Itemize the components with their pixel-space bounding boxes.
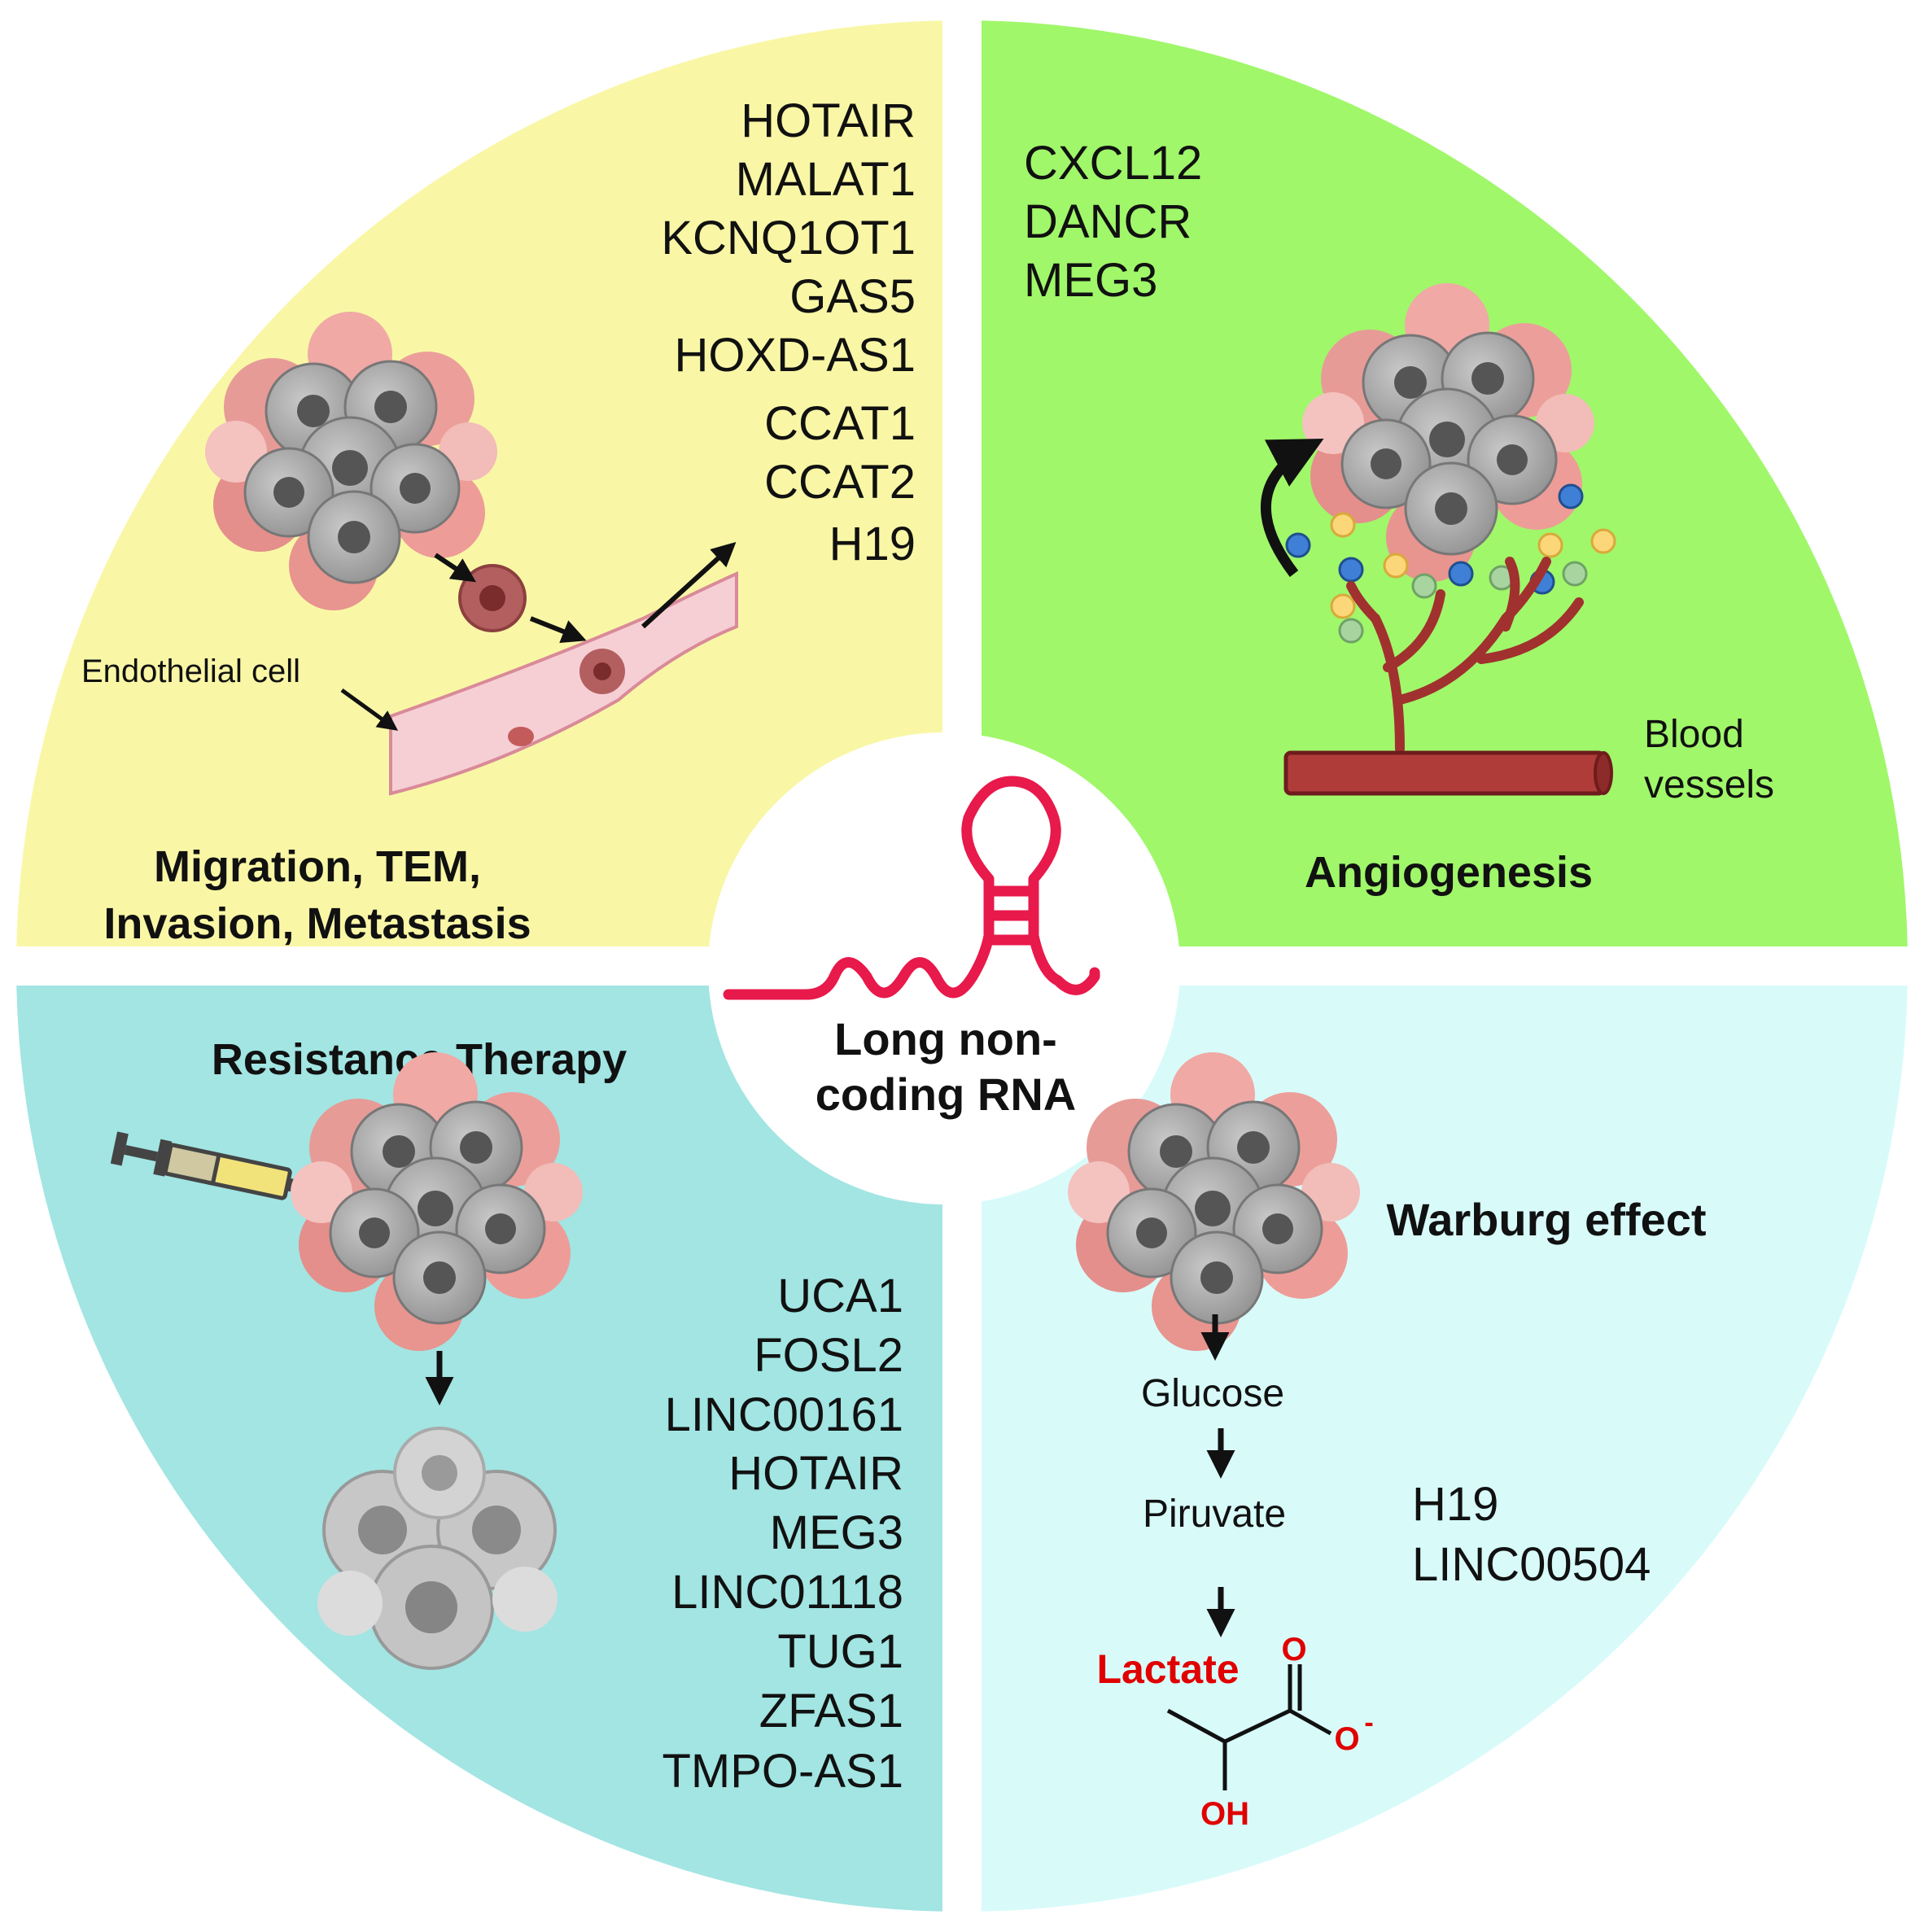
center-circle — [708, 732, 1180, 1204]
blood-vessels-label-line2: vessels — [1644, 763, 1774, 806]
growth-factor-dots — [1285, 483, 1616, 644]
angiogenesis-title: Angiogenesis — [1305, 848, 1593, 897]
warburg-gene-list: H19 LINC00504 — [1412, 1478, 1651, 1591]
endothelial-label: Endothelial cell — [81, 653, 300, 689]
gene-label: CCAT1 — [764, 397, 916, 450]
gene-label: CCAT2 — [764, 456, 916, 509]
gene-label: HOTAIR — [728, 1447, 903, 1500]
gene-label: CXCL12 — [1024, 137, 1202, 190]
arrow-icon — [434, 553, 476, 583]
arrow-icon — [529, 616, 587, 644]
syringe-icon — [110, 1131, 353, 1200]
lactate-label: Lactate — [1096, 1646, 1239, 1692]
blood-vessel-icon — [389, 570, 738, 796]
gene-label: MEG3 — [770, 1506, 903, 1559]
gene-label: UCA1 — [777, 1270, 903, 1322]
center-title-line2: coding RNA — [816, 1069, 1076, 1120]
gene-label: HOTAIR — [741, 94, 916, 147]
feedback-arrow-icon — [1261, 438, 1324, 577]
gene-label: MEG3 — [1024, 254, 1157, 307]
gene-label: FOSL2 — [754, 1329, 903, 1382]
arrow-icon — [340, 688, 399, 731]
center-title-line1: Long non- — [834, 1013, 1057, 1064]
gene-label: MALAT1 — [736, 153, 916, 206]
gene-label: LINC01118 — [671, 1566, 903, 1619]
migration-title-line2: Invasion, Metastasis — [103, 899, 531, 948]
charge-label: - — [1364, 1707, 1373, 1738]
lncrna-hairpin-icon — [723, 776, 1100, 1000]
blood-vessel-tree-icon — [1346, 557, 1584, 754]
gene-label: KCNQ1OT1 — [661, 212, 916, 264]
angiogenesis-gene-list: CXCL12 DANCR MEG3 — [1024, 137, 1202, 307]
glucose-label: Glucose — [1141, 1372, 1284, 1415]
gene-label: DANCR — [1024, 195, 1192, 248]
blood-vessels-label-line1: Blood — [1644, 713, 1744, 756]
resistance-gene-list: UCA1 FOSL2 LINC00161 HOTAIR MEG3 LINC011… — [662, 1270, 904, 1798]
arrow-icon — [641, 541, 737, 629]
atom-o: O — [1281, 1632, 1306, 1668]
gene-label: LINC00161 — [665, 1388, 903, 1441]
migration-title-line1: Migration, TEM, — [154, 842, 481, 891]
lactate-structure-icon — [1166, 1664, 1332, 1790]
dead-cells-icon — [317, 1427, 558, 1670]
gene-label: H19 — [1412, 1478, 1498, 1531]
gene-label: HOXD-AS1 — [674, 329, 916, 382]
gene-label: TUG1 — [777, 1625, 903, 1678]
piruvate-label: Piruvate — [1143, 1493, 1286, 1536]
blood-vessel-icon — [1283, 750, 1606, 796]
gene-label: TMPO-AS1 — [662, 1745, 904, 1798]
gene-label: ZFAS1 — [759, 1685, 903, 1737]
warburg-title: Warburg effect — [1386, 1194, 1706, 1245]
atom-oh: OH — [1200, 1796, 1249, 1832]
gene-label: GAS5 — [789, 270, 916, 323]
atom-o-minus: O — [1334, 1721, 1359, 1757]
migration-gene-list: HOTAIR MALAT1 KCNQ1OT1 GAS5 HOXD-AS1 CCA… — [661, 94, 916, 570]
gene-label: H19 — [829, 518, 916, 570]
gene-label: LINC00504 — [1412, 1538, 1651, 1591]
